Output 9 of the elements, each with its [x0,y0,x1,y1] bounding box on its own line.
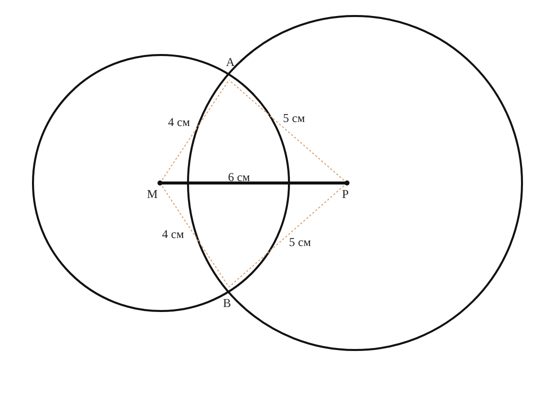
point-label: A [226,55,235,69]
length-label: 6 см [228,170,250,184]
length-label: 4 см [162,227,184,241]
length-label: 4 см [168,115,190,129]
length-label: 5 см [283,111,305,125]
point-label: B [223,296,232,310]
point-label: M [147,187,158,201]
length-label: 5 см [289,235,311,249]
point-label: P [342,187,349,201]
